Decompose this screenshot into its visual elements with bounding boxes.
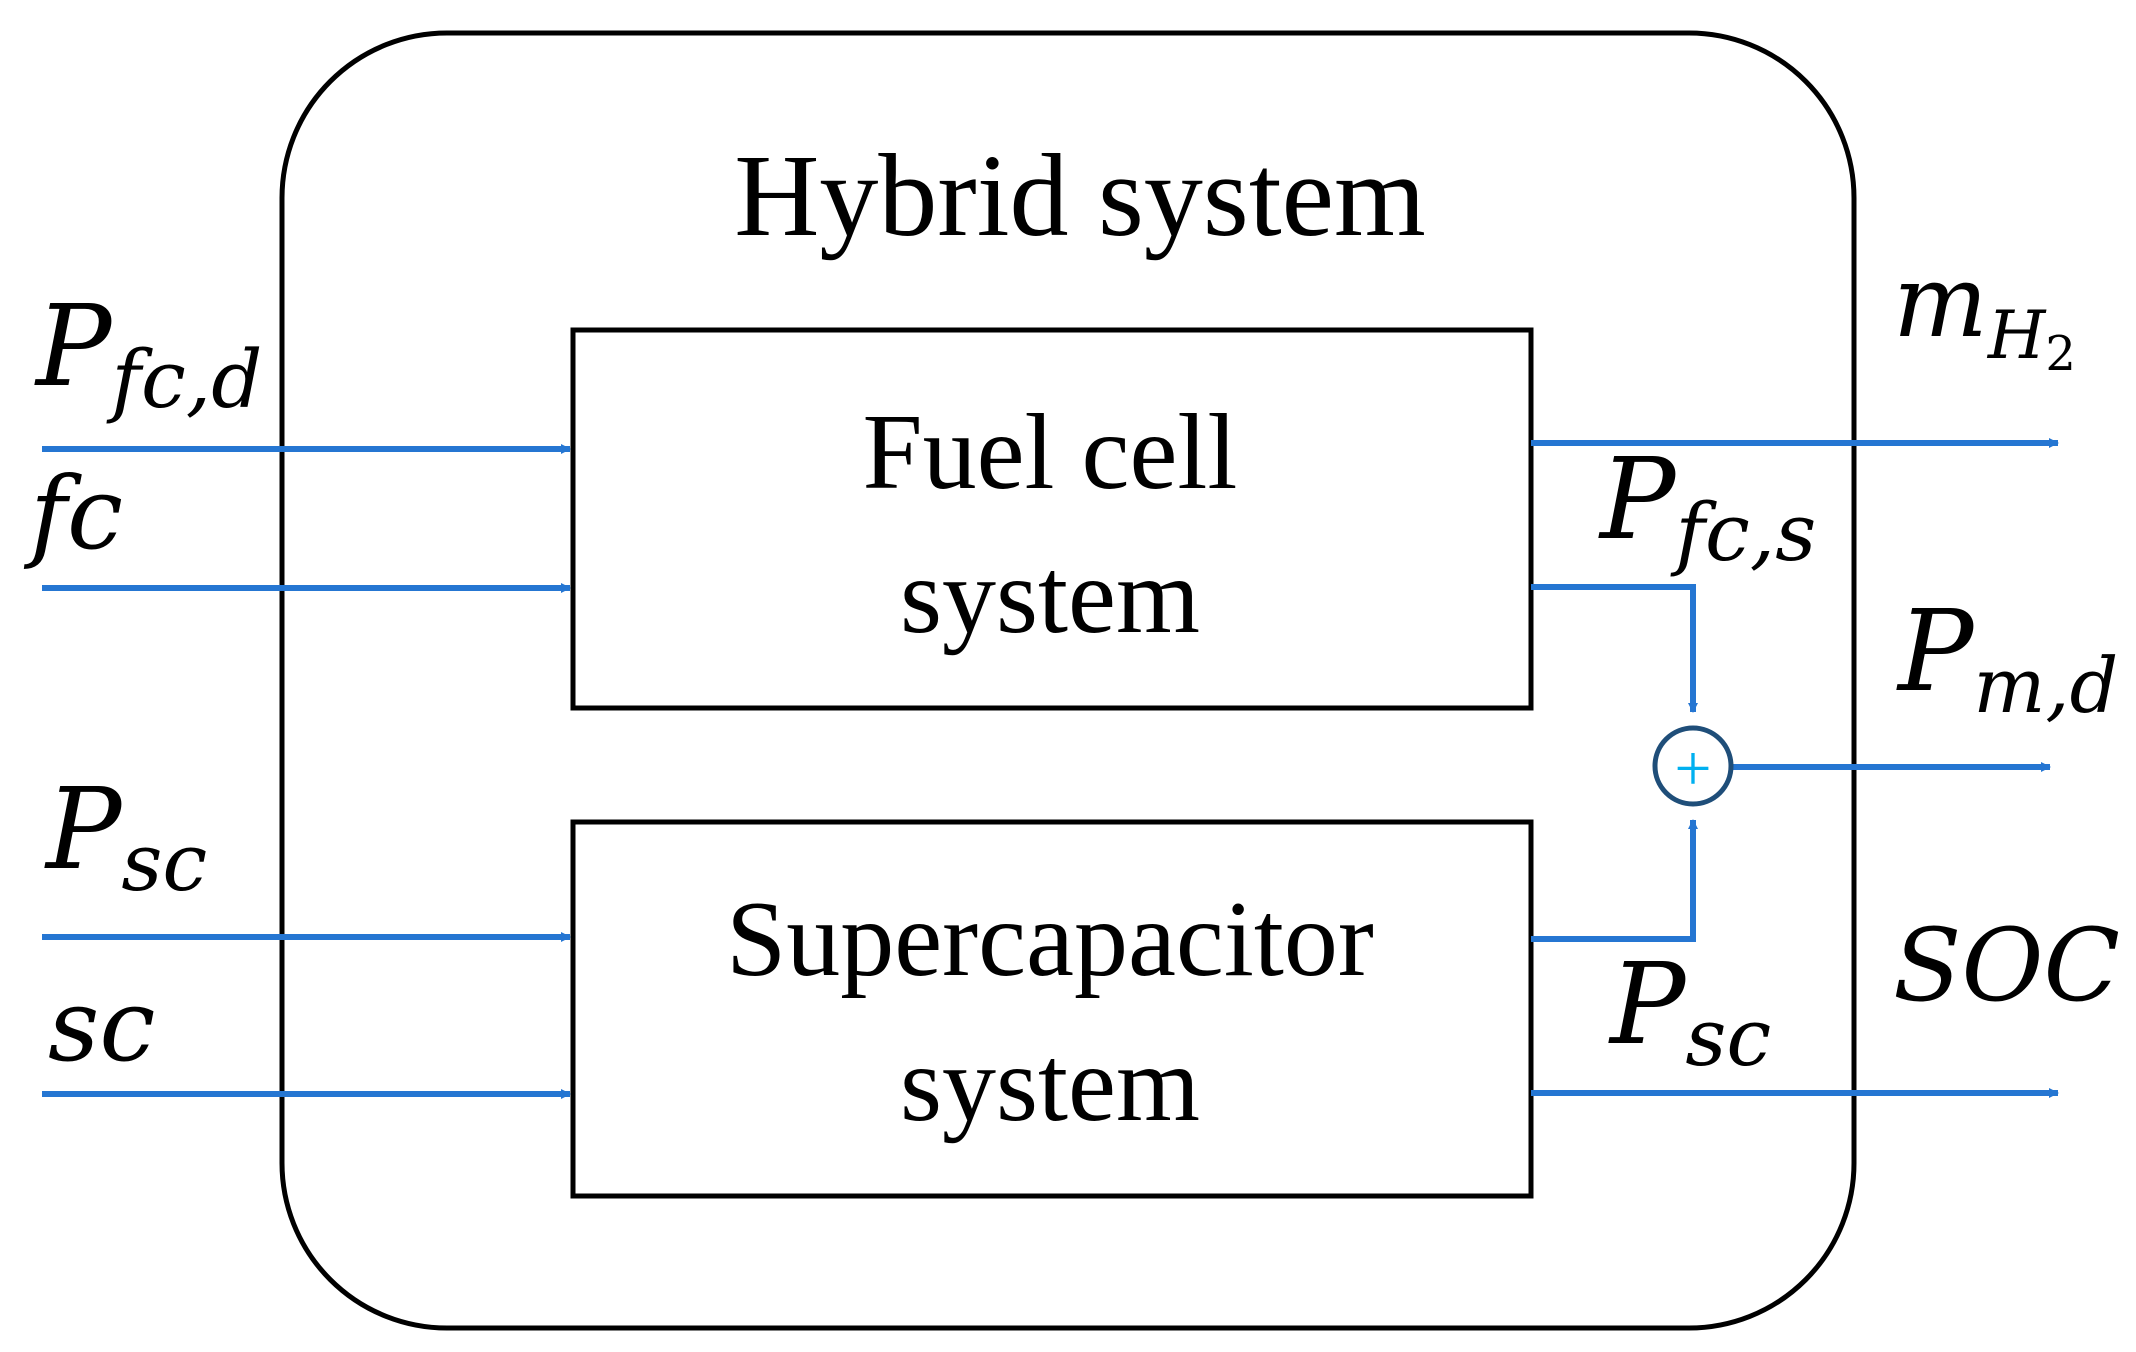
- label-psc-input: Psc: [44, 765, 207, 909]
- label-fc: fc: [23, 455, 123, 572]
- hybrid-system-container: [279, 30, 1857, 1331]
- fuel-cell-system-block: [570, 327, 1534, 711]
- fuel-cell-block-label-line1: Fuel cell: [863, 393, 1238, 512]
- summing-junction: [1652, 725, 1734, 807]
- output-arrows: [1531, 438, 2059, 1098]
- psc-path-to-sum: [1531, 819, 1698, 942]
- supercap-block-label-line2: system: [900, 1025, 1200, 1144]
- label-pfcd: Pfc,d: [34, 282, 262, 426]
- summing-junction-plus: +: [1674, 732, 1711, 805]
- label-soc: SOC: [1893, 907, 2120, 1024]
- label-mh2: mH2: [1893, 243, 2076, 382]
- label-pmd: Pm,d: [1896, 587, 2118, 730]
- hybrid-system-title: Hybrid system: [734, 130, 1426, 261]
- supercapacitor-system-block: [570, 819, 1534, 1199]
- label-pfcs: Pfc,s: [1598, 435, 1816, 579]
- supercap-block-label-line1: Supercapacitor: [726, 880, 1374, 999]
- input-arrows: [42, 444, 571, 1099]
- pfcs-path-to-sum: [1531, 584, 1698, 713]
- fuel-cell-block-label-line2: system: [900, 537, 1200, 656]
- label-sc: sc: [48, 967, 155, 1084]
- label-psc-internal: Psc: [1608, 940, 1771, 1084]
